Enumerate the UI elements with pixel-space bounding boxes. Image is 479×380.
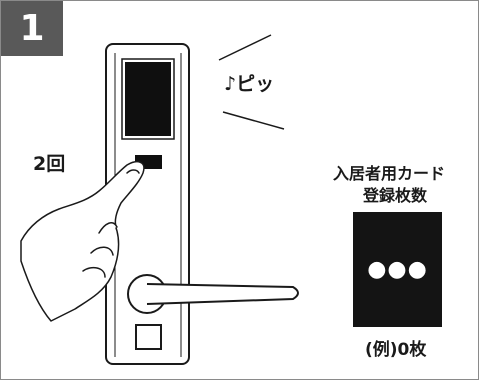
door-handle[interactable] [127, 274, 299, 314]
card-count-example: (例)0枚 [365, 340, 427, 360]
sound-lines [218, 34, 285, 130]
card-count-title-line2: 登録枚数 [363, 186, 428, 205]
pressing-hand [20, 160, 145, 322]
card-count-title-line1: 入居者用カード [333, 164, 446, 183]
card-count-display: ●●● [353, 212, 442, 327]
lock-display-screen [125, 62, 171, 136]
press-count-label: 2回 [33, 153, 66, 175]
beep-sound-label: ♪ピッ [224, 73, 275, 95]
step-number-badge: 1 [1, 1, 63, 56]
key-cylinder [135, 324, 162, 350]
